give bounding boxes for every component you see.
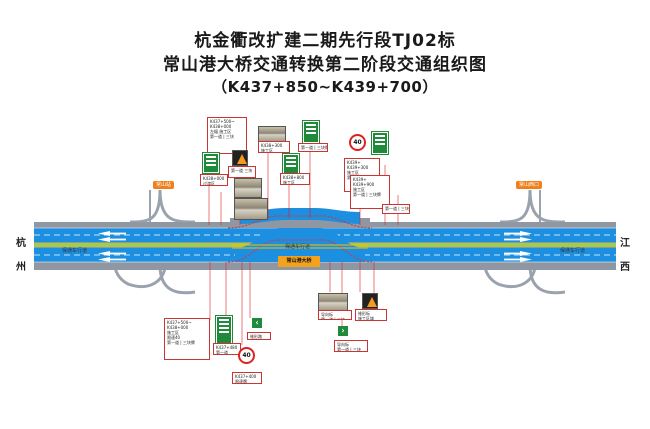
callout-k437-500: K437+500~ K438+000 左幅 施工区 第一道 | 三块 — [207, 117, 247, 154]
chevron-right-sign-2: › — [338, 326, 348, 336]
guide-sign-3 — [282, 153, 300, 175]
site-photo-lower-1 — [318, 293, 348, 311]
guide-sign-4 — [371, 131, 389, 155]
interchange-label-left: 常山站 — [153, 181, 175, 189]
callout-sign-2: 第一道 | 三块牌 — [298, 143, 328, 152]
cone-sign-lower — [362, 293, 378, 309]
lane-label-left-outer: 保通车行道 — [62, 248, 88, 254]
callout-cone-lower: 锥形标 施工区域 — [355, 309, 387, 321]
guide-sign-lower-1 — [215, 315, 233, 345]
callout-k437-480: K437+480 第一道 — [213, 343, 241, 355]
title-line-1: 杭金衢改扩建二期先行段TJ02标 — [194, 31, 456, 51]
chevron-right-sign-1: ‹ — [252, 318, 262, 328]
site-photo-2 — [234, 198, 268, 220]
callout-k438-000: K438+000 过渡区 — [200, 174, 228, 186]
callout-k437-500-lower: K437+500~ K438+000 施工区 限速40 第一道 | 三块牌 — [164, 318, 210, 360]
callout-guide-lower: 导向标 第一道 | 三块 — [318, 310, 352, 320]
title-line-2: 常山港大桥交通转换第二阶段交通组织图 — [163, 55, 487, 75]
side-label-zhou: 州 — [16, 262, 26, 273]
side-label-xi: 西 — [620, 262, 630, 273]
callout-k438-800: K438+800 施工区 — [280, 173, 310, 185]
guide-sign — [202, 152, 220, 174]
callout-k437-400: K437+400 限速牌 — [232, 372, 262, 384]
bridge-label: 常山港大桥 — [278, 256, 320, 267]
interchange-label-right: 常山西口 — [516, 181, 543, 189]
lane-label-left: 保通车行道 — [285, 244, 311, 250]
callout-k438-300: K438+300 施工区 — [258, 141, 290, 153]
site-photo-3 — [258, 126, 286, 142]
side-label-hang: 杭 — [16, 238, 26, 249]
side-label-jiang: 江 — [620, 238, 630, 249]
speed-limit-sign-bottom: 40 — [238, 347, 255, 364]
callout-k439-900: K439+ K439+900 施工区 第一道 | 三块牌 — [350, 175, 390, 209]
lane-label-right-outer: 保通车行道 — [560, 248, 586, 254]
callout-sign-right: 第一道 | 三块牌 — [382, 204, 410, 214]
callout-cone-road: 锥形路 前方 — [247, 332, 271, 340]
guide-sign-2 — [302, 120, 320, 144]
cone-sign — [232, 150, 248, 166]
site-photo-1 — [234, 178, 262, 198]
title-line-3: （K437+850~K439+700） — [212, 78, 438, 96]
callout-cone-area: 导向标 第一道 | 三块 — [334, 340, 368, 352]
direction-arrows — [98, 231, 532, 262]
speed-limit-sign-top: 40 — [349, 134, 366, 151]
callout-first-block: 第一道 三块 — [228, 166, 256, 178]
